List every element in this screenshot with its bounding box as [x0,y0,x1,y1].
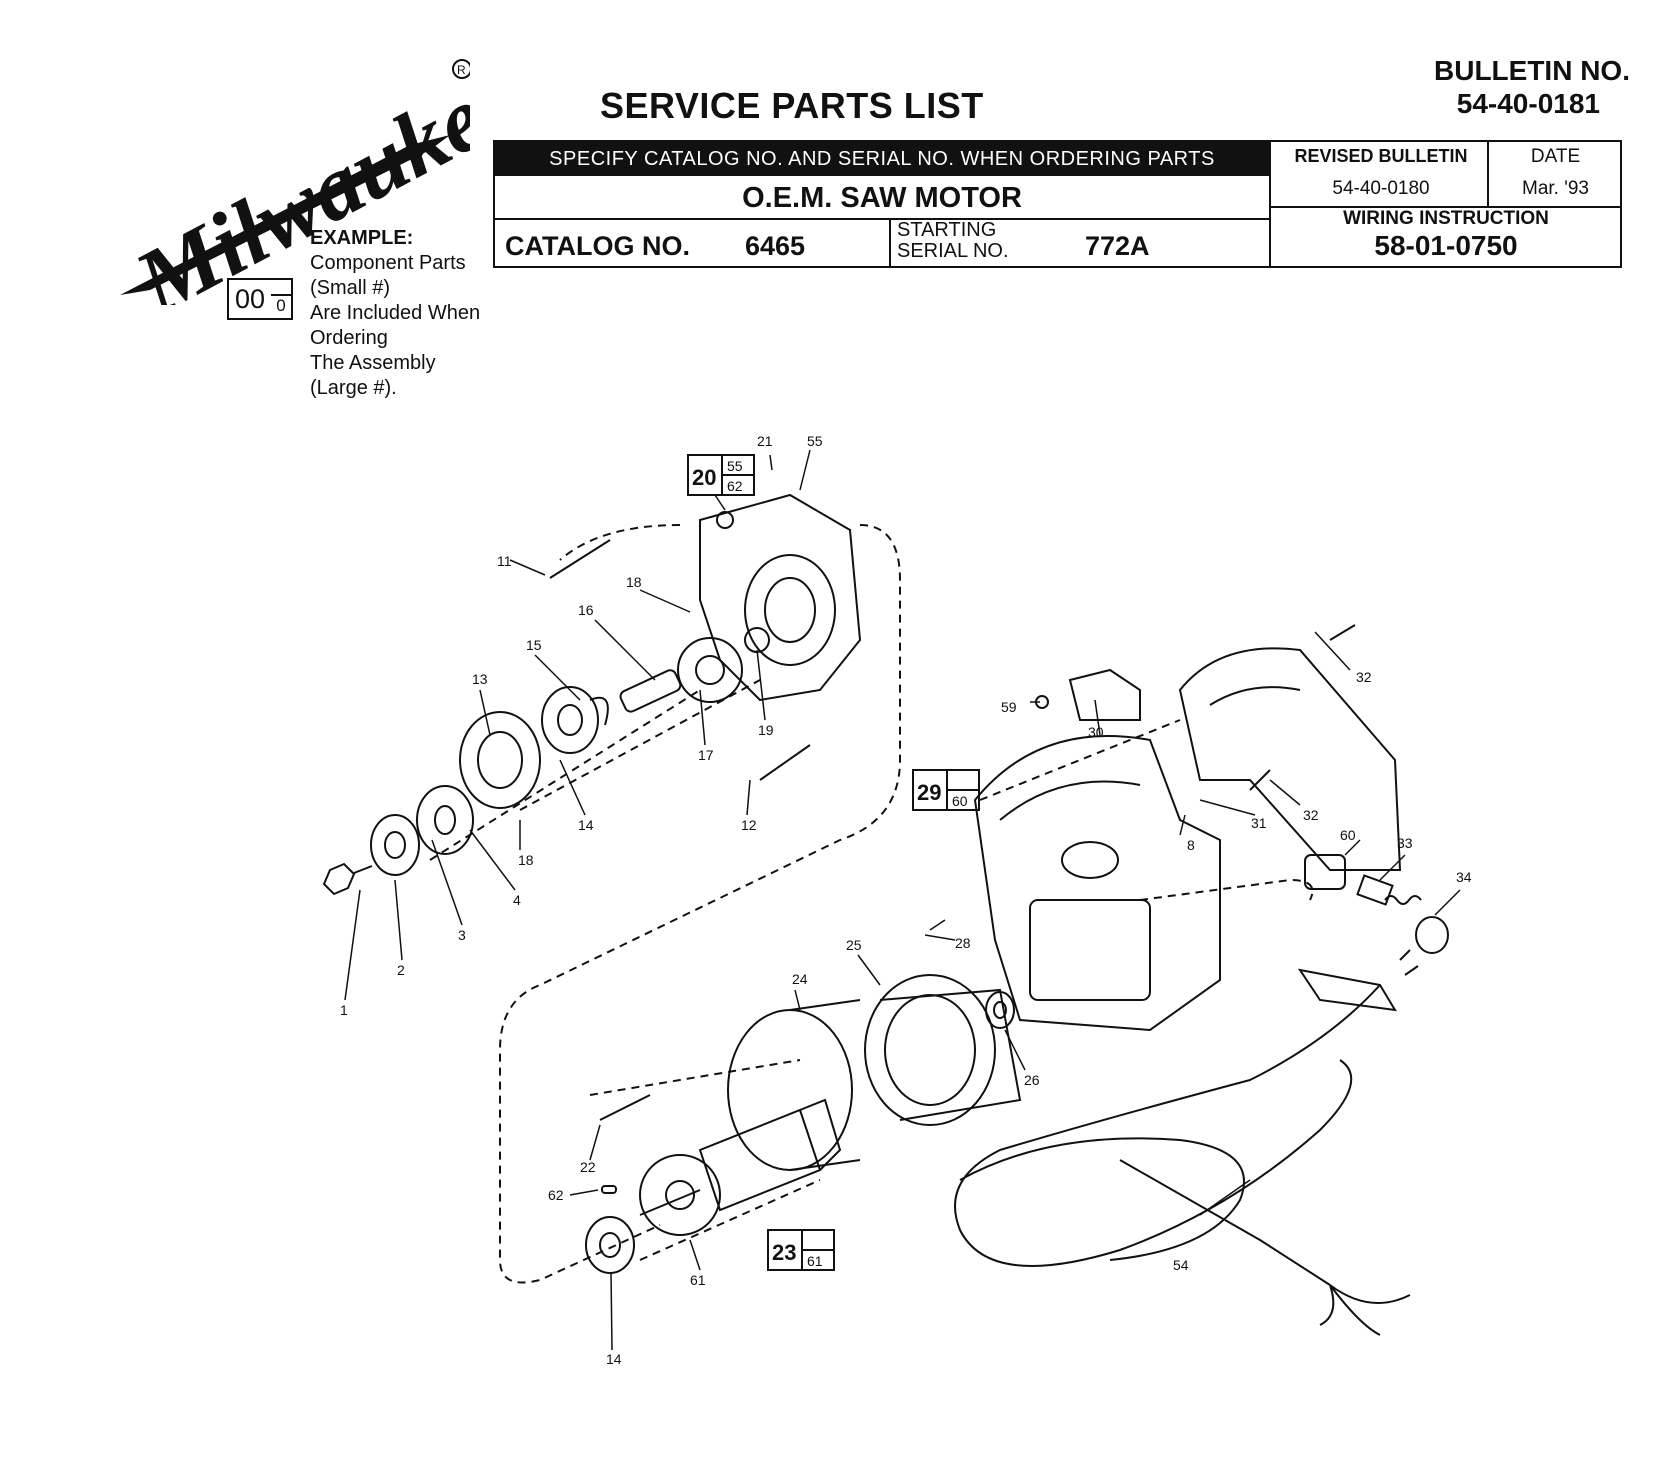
callout-3: 3 [458,927,466,943]
callout-21: 21 [757,433,773,449]
milwaukee-logo: Milwaukee R [118,55,470,305]
serial-label: STARTING SERIAL NO. [897,220,1037,262]
callout-28: 28 [955,935,971,951]
callout-59: 59 [1001,699,1017,715]
callout-34: 34 [1456,869,1472,885]
callout-62: 62 [548,1187,564,1203]
row-divider [1269,206,1620,208]
callout-31: 31 [1251,815,1267,831]
callout-22: 22 [580,1159,596,1175]
callout-15: 15 [526,637,542,653]
callout-25: 25 [846,937,862,953]
callout-24: 24 [792,971,808,987]
wiring-instruction-label: WIRING INSTRUCTION [1343,208,1549,229]
callout-2: 2 [397,962,405,978]
assembly-component-62: 62 [727,478,743,494]
assembly-component-61: 61 [807,1253,823,1269]
example-line: (Small #) [310,277,391,299]
example-line: Component Parts [310,252,466,274]
header-table: SPECIFY CATALOG NO. AND SERIAL NO. WHEN … [493,140,1622,268]
example-line: Ordering [310,327,388,349]
callout-18-lower: 18 [518,852,534,868]
callout-4: 4 [513,892,521,908]
svg-text:R: R [457,63,466,77]
catalog-number: 6465 [745,231,806,261]
product-name: O.E.M. SAW MOTOR [742,182,1022,214]
assembly-number-29: 29 [917,780,941,805]
callout-55: 55 [807,433,823,449]
column-divider [1487,142,1489,206]
callout-26: 26 [1024,1072,1040,1088]
catalog-label: CATALOG NO. [505,231,690,261]
callout-61: 61 [690,1272,706,1288]
serial-label-line: STARTING [897,219,997,241]
example-line: Are Included When [310,302,481,324]
serial-number: 772A [1085,231,1150,261]
callout-33: 33 [1397,835,1413,851]
callout-54: 54 [1173,1257,1189,1273]
date-value: Mar. '93 [1522,178,1589,199]
callout-60: 60 [1340,827,1356,843]
callout-32: 32 [1356,669,1372,685]
callout-14-lower: 14 [606,1351,622,1367]
assembly-component-60: 60 [952,793,968,809]
callout-16: 16 [578,602,594,618]
callout-19: 19 [758,722,774,738]
example-legend: EXAMPLE: Component Parts (Small #) Are I… [310,226,510,401]
date-label: DATE [1530,146,1581,167]
callout-13: 13 [472,671,488,687]
example-box: 00 0 [227,278,293,320]
callout-14: 14 [578,817,594,833]
revised-bulletin-number: 54-40-0180 [1332,178,1430,199]
instruction-band: SPECIFY CATALOG NO. AND SERIAL NO. WHEN … [495,142,1269,176]
callout-12: 12 [741,817,757,833]
example-line: (Large #). [310,377,397,399]
callout-32-lower: 32 [1303,807,1319,823]
callout-11: 11 [497,553,512,569]
assembly-component-55: 55 [727,458,743,474]
bulletin-label: BULLETIN NO. [1434,55,1630,86]
callout-8: 8 [1187,837,1195,853]
example-heading: EXAMPLE: [310,227,414,249]
column-divider [889,218,891,266]
serial-label-line: SERIAL NO. [897,240,1009,262]
example-line: The Assembly [310,352,436,374]
page-title: SERVICE PARTS LIST [600,85,984,126]
row-divider [495,218,1269,220]
wiring-instruction-number: 58-01-0750 [1374,230,1518,261]
revised-bulletin-label: REVISED BULLETIN [1294,146,1468,166]
callout-18: 18 [626,574,642,590]
bulletin-number: 54-40-0181 [1456,88,1600,119]
callout-30: 30 [1088,724,1104,740]
example-big-number: 00 [235,284,266,314]
column-divider [1269,142,1271,266]
assembly-number-20: 20 [692,465,716,490]
assembly-number-23: 23 [772,1240,796,1265]
callout-17: 17 [698,747,714,763]
example-small-number: 0 [271,294,291,316]
callout-1: 1 [340,1002,348,1018]
